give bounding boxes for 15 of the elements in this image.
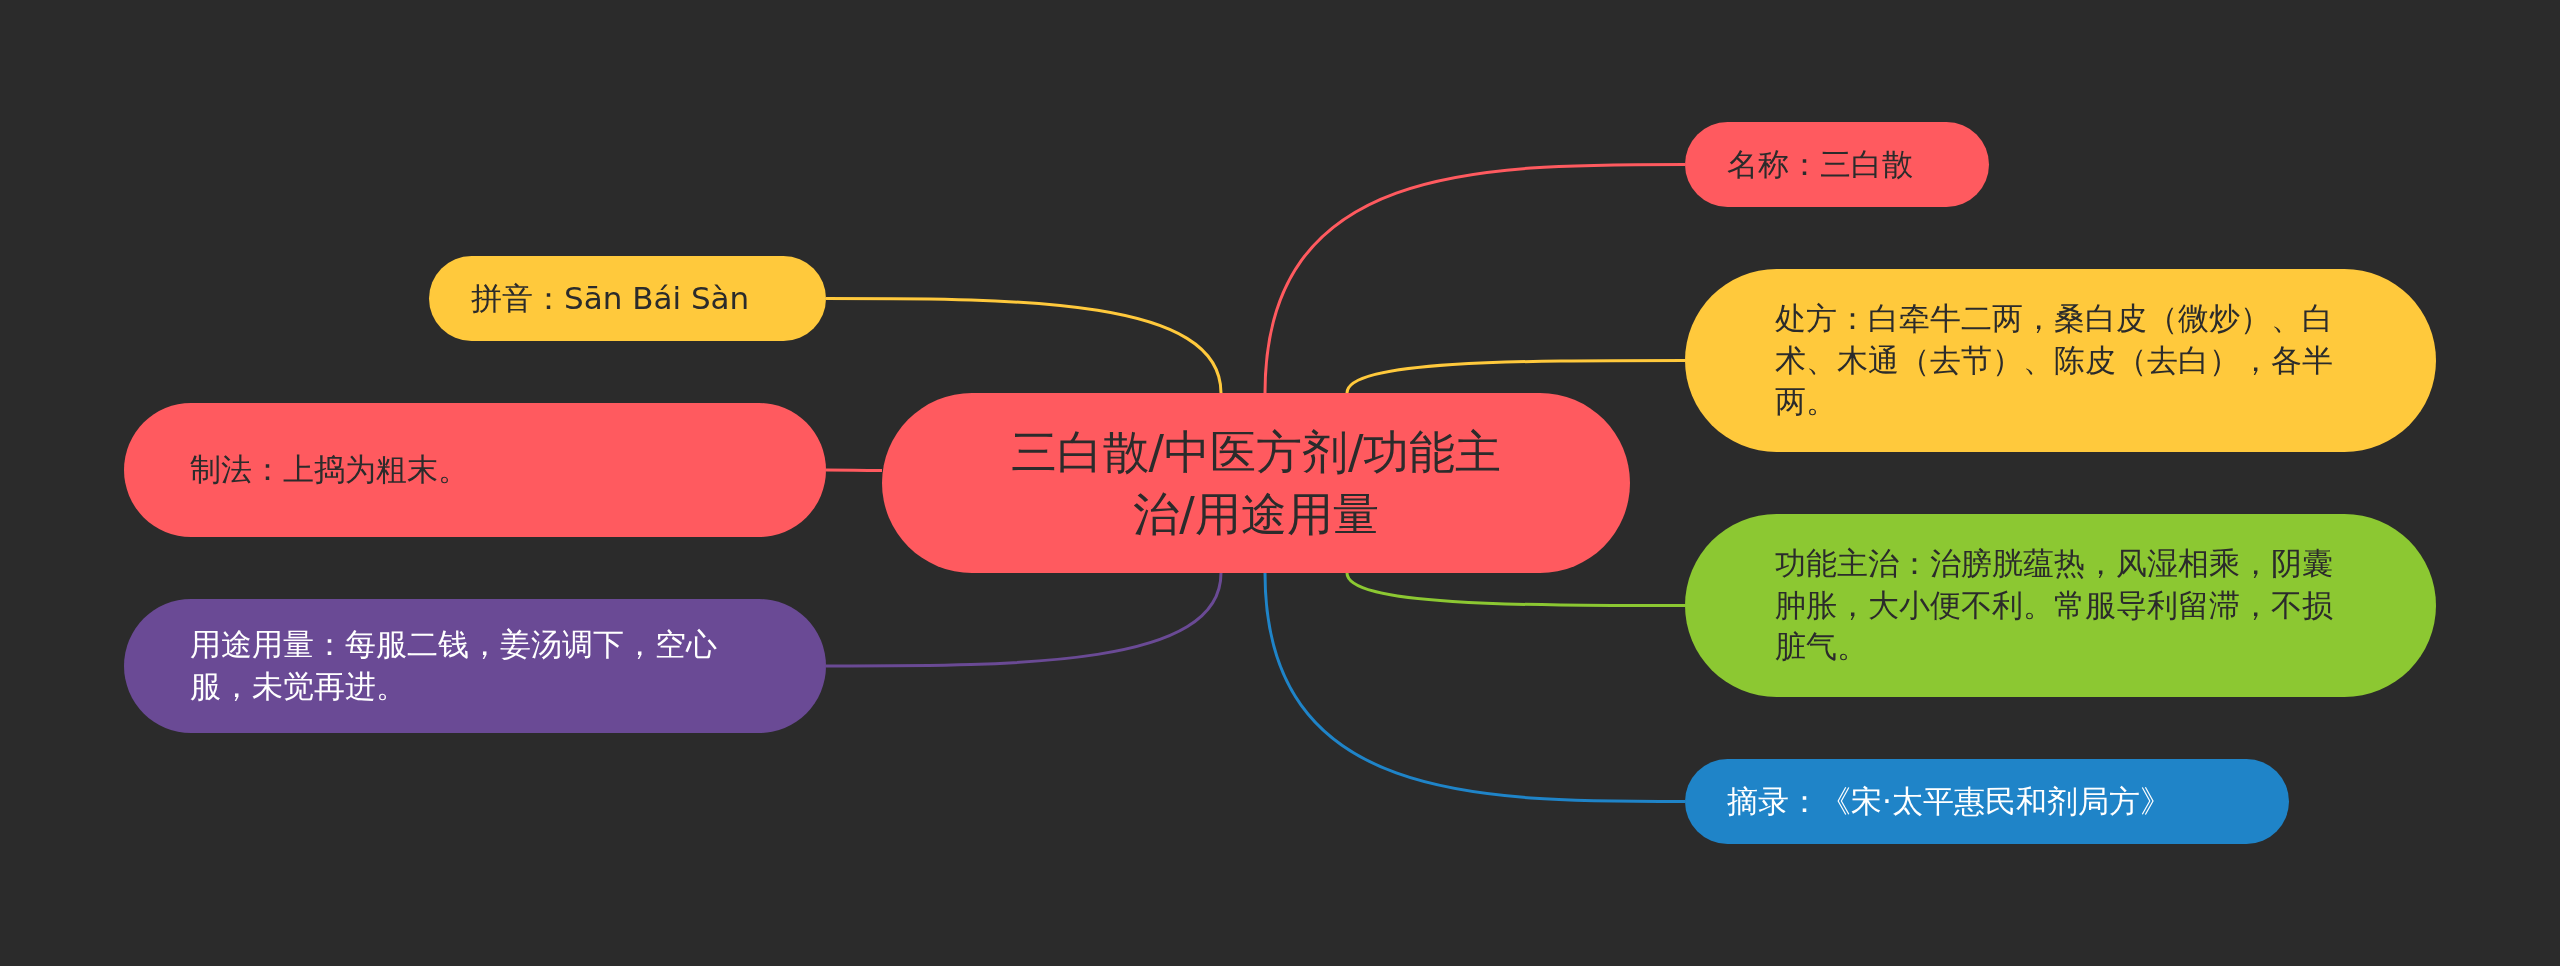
topic-text: 用途用量：每服二钱，姜汤调下，空心服，未觉再进。 (190, 625, 718, 706)
connector-curve (826, 468, 882, 472)
topic-text: 拼音：Sān Bái Sàn (471, 278, 750, 318)
connector-curve (1345, 572, 1685, 607)
topic-text: 三白散/中医方剂/功能主治/用途用量 (1009, 423, 1503, 543)
topic-text: 名称：三白散 (1727, 144, 1913, 184)
connector-curve (1263, 163, 1685, 394)
connector-curve (826, 297, 1223, 394)
connector-curve (1345, 359, 1685, 394)
topic-text: 处方：白牵牛二两，桑白皮（微炒）、白术、木通（去节）、陈皮（去白），各半两。 (1775, 298, 2334, 422)
topic-text: 功能主治：治膀胱蕴热，风湿相乘，阴囊肿胀，大小便不利。常服导利留滞，不损脏气。 (1775, 543, 2334, 667)
topic-text: 摘录：《宋·太平惠民和剂局方》 (1727, 781, 2171, 821)
connector-curve (826, 572, 1223, 668)
connector-curve (1263, 572, 1685, 803)
topic-text: 制法：上捣为粗末。 (190, 450, 469, 490)
